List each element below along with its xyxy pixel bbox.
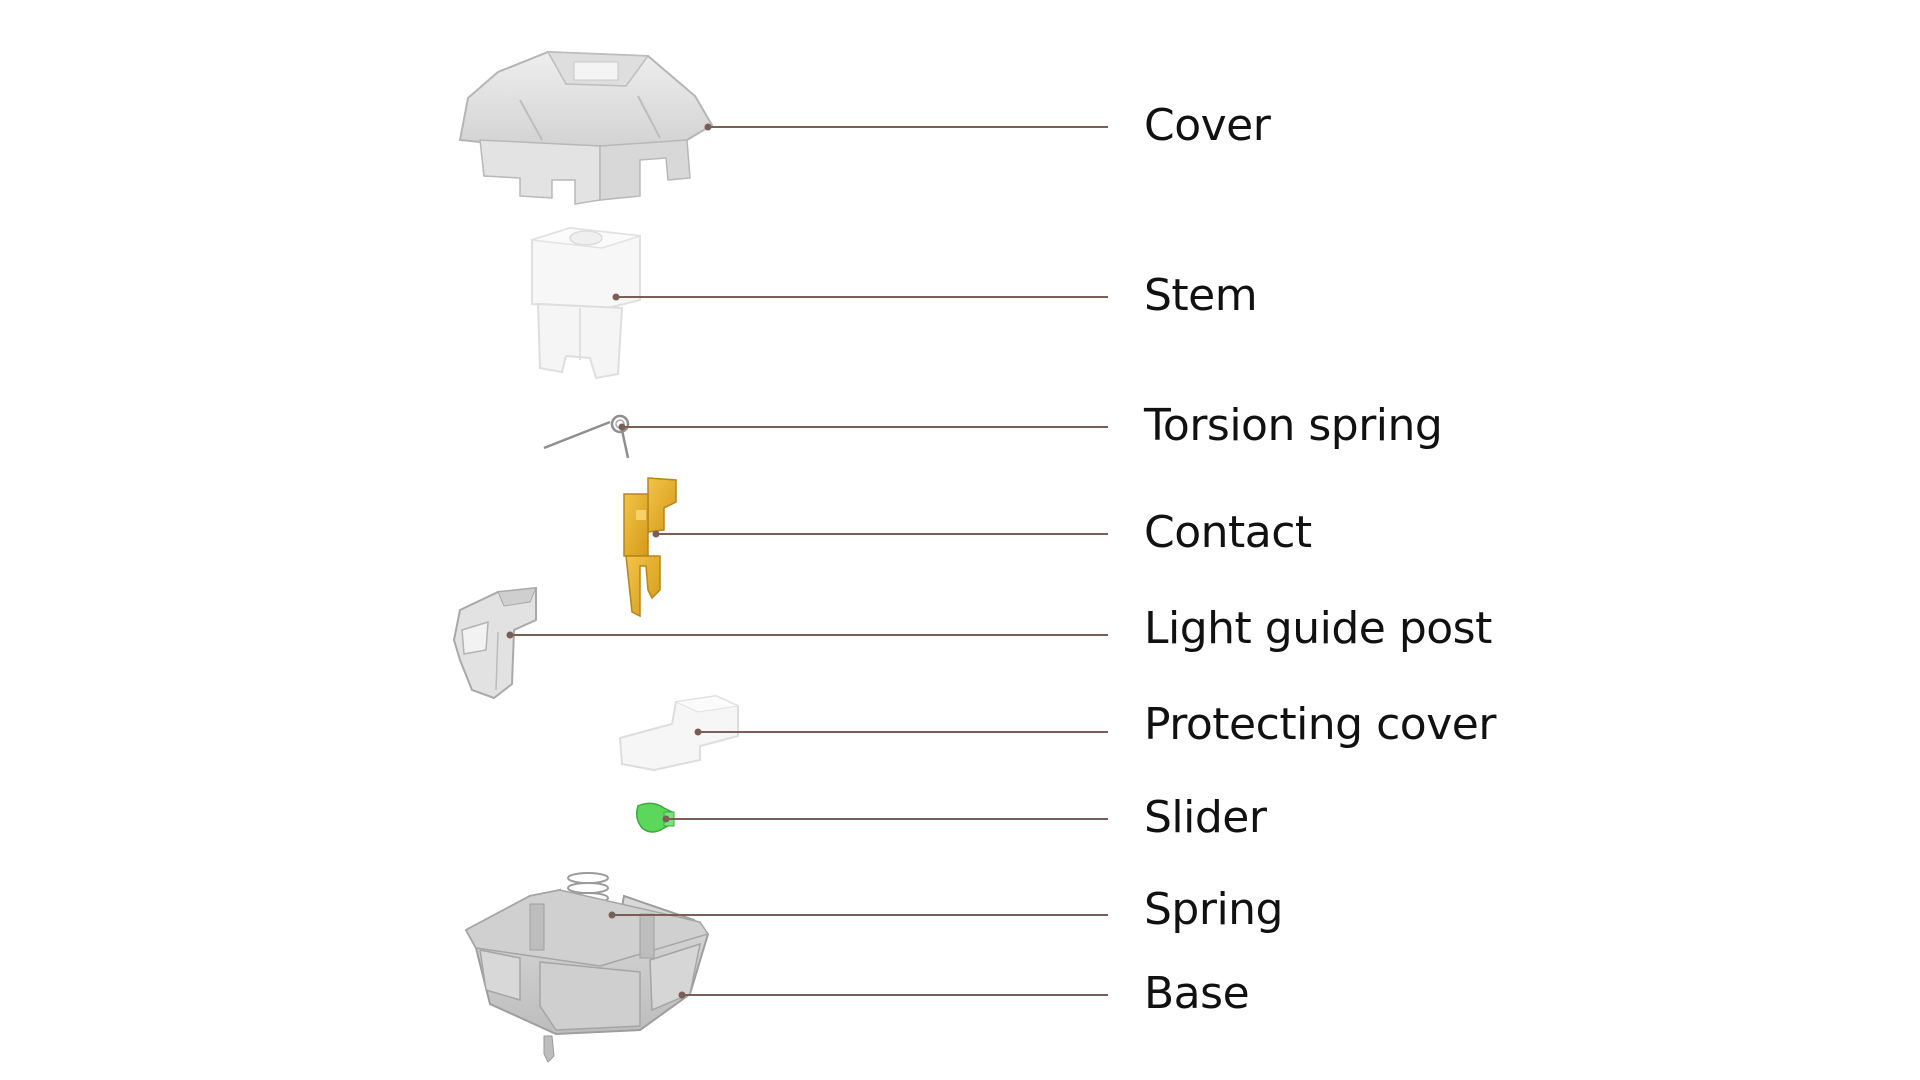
torsion-spring-illustration — [543, 414, 630, 459]
contact-illustration — [623, 477, 677, 618]
label-spring: Spring — [1144, 884, 1284, 935]
anchor-dot-torsion-spring — [618, 423, 626, 431]
leader-lines — [510, 126, 1108, 996]
anchor-dot-contact — [652, 530, 660, 538]
anchor-dot-light-guide-post — [506, 631, 514, 639]
anchor-dot-protecting-cover — [694, 728, 702, 736]
protecting-cover-illustration — [618, 694, 740, 772]
label-protecting-cover: Protecting cover — [1144, 699, 1496, 750]
light-guide-post-illustration — [452, 586, 537, 700]
label-contact: Contact — [1144, 507, 1312, 558]
label-slider: Slider — [1144, 792, 1267, 843]
base-illustration — [464, 888, 710, 1063]
label-base: Base — [1144, 968, 1250, 1019]
anchor-dot-slider — [662, 815, 670, 823]
anchor-dots — [506, 123, 712, 999]
anchor-dot-spring — [608, 911, 616, 919]
label-cover: Cover — [1144, 100, 1271, 151]
cover-illustration — [458, 50, 714, 205]
label-torsion-spring: Torsion spring — [1144, 400, 1443, 451]
label-light-guide-post: Light guide post — [1144, 603, 1492, 654]
anchor-dot-cover — [704, 123, 712, 131]
stem-illustration — [531, 226, 641, 380]
label-stem: Stem — [1144, 270, 1258, 321]
anchor-dot-stem — [612, 293, 620, 301]
anchor-dot-base — [678, 991, 686, 999]
